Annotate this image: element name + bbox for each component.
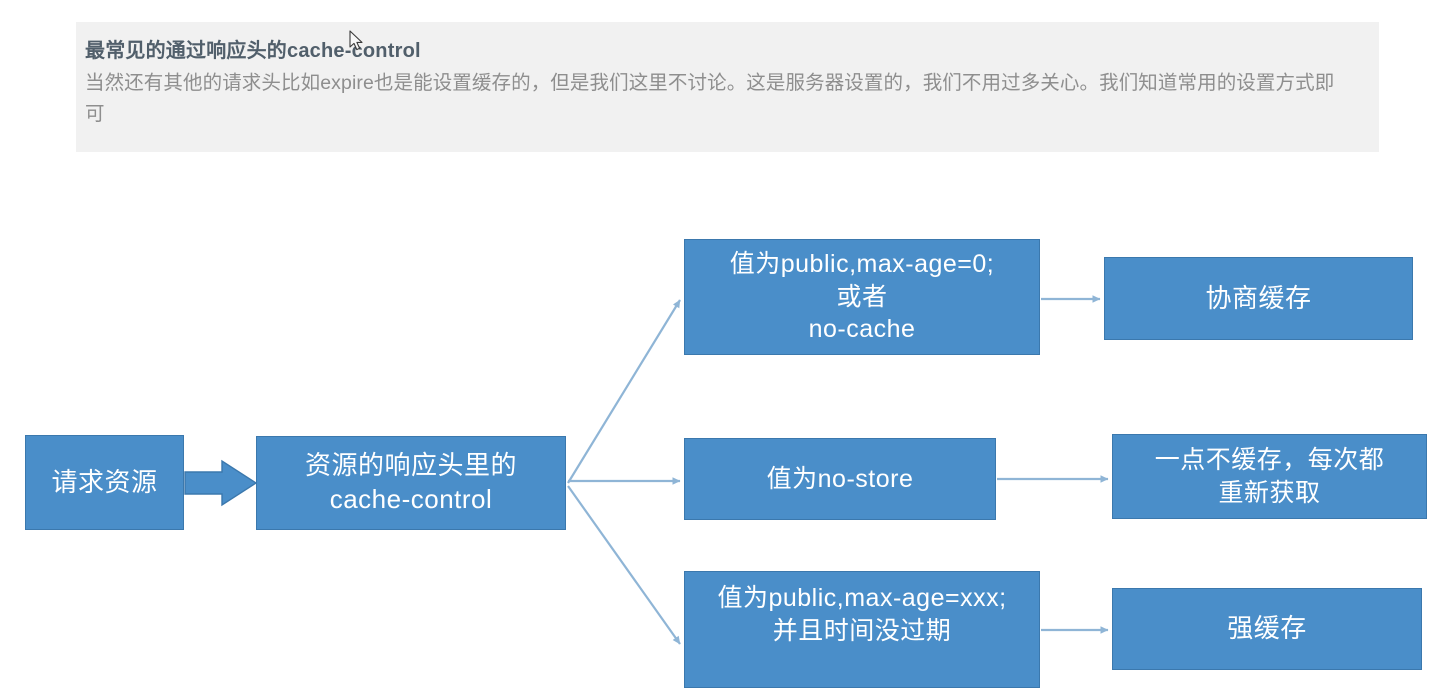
- node-res-negotiate-label: 协商缓存: [1205, 282, 1312, 313]
- node-center-label-line2: cache-control: [329, 484, 493, 514]
- node-cond-nocache-line3: no-cache: [808, 315, 916, 344]
- node-cond-nocache-line1: 值为public,max-age=0;: [729, 250, 995, 279]
- note-callout: 最常见的通过响应头的cache-control 当然还有其他的请求头比如expi…: [76, 22, 1379, 152]
- edge-center-to-nocache: [567, 299, 681, 484]
- node-request-label: 请求资源: [51, 466, 158, 497]
- note-body: 当然还有其他的请求头比如expire也是能设置缓存的，但是我们这里不讨论。这是服…: [85, 72, 1335, 125]
- node-cond-maxage-line2: 并且时间没过期: [772, 616, 952, 645]
- node-condition-max-age[interactable]: 值为public,max-age=xxx; 并且时间没过期: [684, 571, 1040, 688]
- node-cond-nocache-line2: 或者: [836, 282, 888, 311]
- node-result-no-cache-refetch[interactable]: 一点不缓存，每次都 重新获取: [1112, 434, 1427, 519]
- node-response-header-cache-control[interactable]: 资源的响应头里的 cache-control: [256, 436, 566, 530]
- edge-center-to-maxage: [567, 485, 681, 645]
- node-condition-no-cache[interactable]: 值为public,max-age=0; 或者 no-cache: [684, 239, 1040, 355]
- node-res-nocachestore-line2: 重新获取: [1218, 478, 1321, 507]
- node-res-nocachestore-line1: 一点不缓存，每次都: [1154, 446, 1385, 474]
- node-cond-maxage-line1: 值为public,max-age=xxx;: [717, 584, 1007, 612]
- node-condition-no-store[interactable]: 值为no-store: [684, 438, 996, 520]
- node-res-strong-label: 强缓存: [1227, 613, 1307, 644]
- node-center-label-line1: 资源的响应头里的: [304, 450, 517, 481]
- node-cond-nostore-label: 值为no-store: [766, 464, 914, 493]
- note-title: 最常见的通过响应头的cache-control: [85, 40, 421, 62]
- node-result-negotiate-cache[interactable]: 协商缓存: [1104, 257, 1413, 340]
- node-request-resource[interactable]: 请求资源: [25, 435, 184, 530]
- edge-request-to-center: [184, 459, 258, 507]
- node-result-strong-cache[interactable]: 强缓存: [1112, 588, 1422, 670]
